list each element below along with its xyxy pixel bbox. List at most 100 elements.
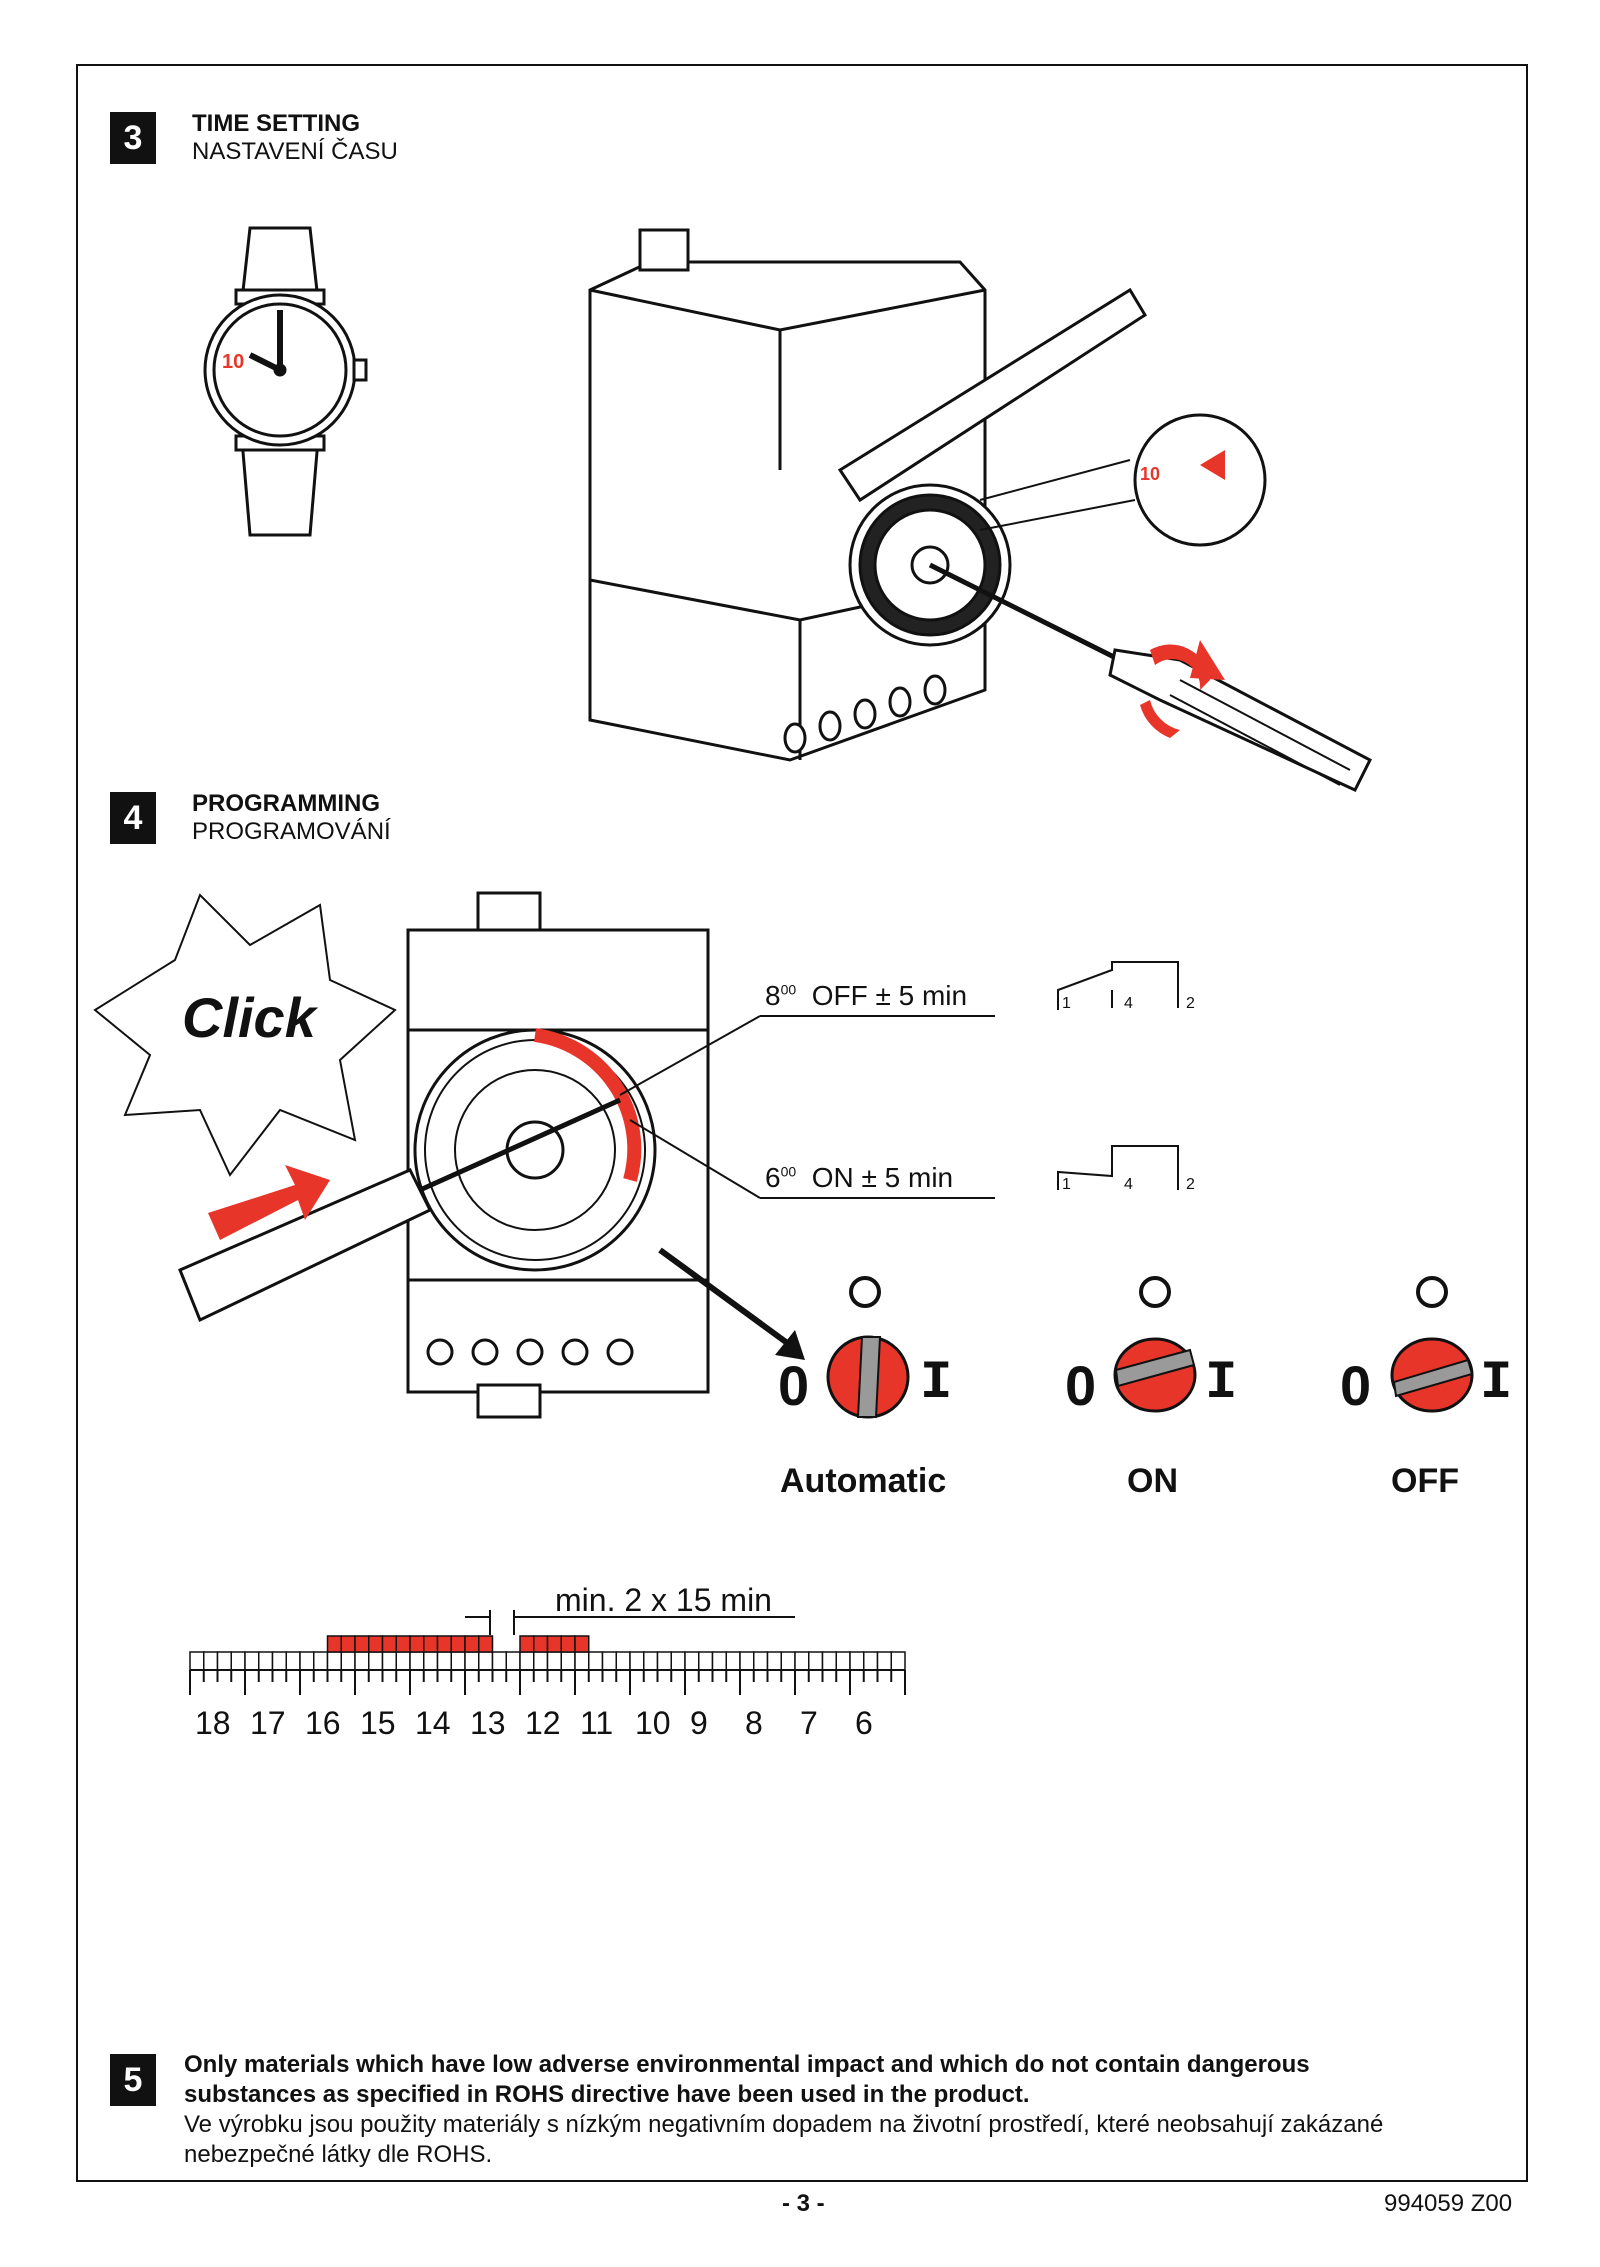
contact-on-2: 2 [1186, 1176, 1195, 1193]
scale-hour-label: 10 [635, 1705, 671, 1741]
scale-slot [436, 1651, 452, 1671]
scale-slot [808, 1651, 824, 1671]
contact-on-diagram [1057, 1145, 1179, 1190]
programmed-slot [546, 1635, 562, 1653]
contact-off-1: 1 [1062, 995, 1071, 1012]
scale-hour-label: 14 [415, 1705, 451, 1741]
push-arrow-icon [208, 1165, 330, 1240]
page-frame [76, 64, 1528, 2182]
switch-off-icon [1390, 1276, 1474, 1413]
scale-slot [326, 1651, 342, 1671]
scale-hour-label: 12 [525, 1705, 561, 1741]
scale-slot [684, 1651, 700, 1671]
scale-hour-label: 6 [855, 1705, 873, 1741]
click-burst-icon [93, 893, 397, 1177]
scale-slot [794, 1651, 810, 1671]
scale-slot [189, 1651, 205, 1671]
scale-slot [698, 1651, 714, 1671]
watch-icon [203, 226, 368, 537]
scale-slot [409, 1651, 425, 1671]
on-time-sup: 00 [780, 1163, 797, 1180]
mode-off-label: OFF [1391, 1462, 1459, 1500]
scale-slot [491, 1651, 507, 1671]
scale-slot [271, 1651, 287, 1671]
on-time-hour: 6 [765, 1162, 781, 1193]
scale-slot [643, 1651, 659, 1671]
section-5-badge: 5 [110, 2054, 156, 2106]
scale-slot [519, 1651, 535, 1671]
scale-hour-label: 17 [250, 1705, 286, 1741]
section-3-title-en: TIME SETTING [192, 110, 360, 137]
programmed-slot [368, 1635, 384, 1653]
section-4-title-en: PROGRAMMING [192, 790, 380, 817]
scale-slot [533, 1651, 549, 1671]
switch-off-one: I [1480, 1353, 1513, 1414]
scale-slot [546, 1651, 562, 1671]
note-normal-line-1: Ve výrobku jsou použity materiály s nízk… [184, 2111, 1384, 2138]
dial-pointer-icon [1200, 450, 1225, 480]
switch-on-one: I [1205, 1353, 1238, 1414]
programmed-slot [436, 1635, 452, 1653]
on-time-text: ON ± 5 min [811, 1162, 954, 1193]
scale-slot [258, 1651, 274, 1671]
scale-slot [780, 1651, 796, 1671]
scale-slot [216, 1651, 232, 1671]
scale-slot [354, 1651, 370, 1671]
watch-hour-label: 10 [222, 351, 244, 373]
scale-slot [615, 1651, 631, 1671]
scale-slot [340, 1651, 356, 1671]
scale-slot [629, 1651, 645, 1671]
scale-slot [423, 1651, 439, 1671]
programmed-slot [519, 1635, 535, 1653]
scale-slot [381, 1651, 397, 1671]
dial-zoom-label: 10 [1140, 464, 1160, 484]
switch-automatic-one: I [920, 1353, 953, 1414]
scale-slot [739, 1651, 755, 1671]
scale-slot [464, 1651, 480, 1671]
timer-device-3d [588, 228, 1372, 792]
switch-automatic-icon [826, 1276, 910, 1419]
scale-slot [863, 1651, 879, 1671]
section-4-title-cz: PROGRAMOVÁNÍ [192, 818, 391, 845]
timer-device-front [406, 891, 710, 1419]
document-code: 994059 Z00 [1384, 2190, 1513, 2217]
contact-off-diagram [1057, 961, 1179, 1010]
switch-off-zero: 0 [1340, 1354, 1372, 1417]
mode-on-label: ON [1127, 1462, 1178, 1500]
scale-slot [876, 1651, 892, 1671]
click-label: Click [182, 986, 316, 1049]
scale-slot [656, 1651, 672, 1671]
section-3-title-cz: NASTAVENÍ ČASU [192, 138, 398, 165]
note-normal-line-2: nebezpečné látky dle ROHS. [184, 2141, 493, 2168]
programmed-slot [423, 1635, 439, 1653]
programmed-slot [560, 1635, 576, 1653]
scale-slot [368, 1651, 384, 1671]
time-scale [189, 1610, 906, 1695]
scale-slot [766, 1651, 782, 1671]
switch-on-zero: 0 [1065, 1354, 1097, 1417]
section-3-badge: 3 [110, 112, 156, 164]
scale-slot [753, 1651, 769, 1671]
programmed-slot [395, 1635, 411, 1653]
scale-slot [203, 1651, 219, 1671]
scale-slot [711, 1651, 727, 1671]
scale-hour-label: 11 [580, 1705, 614, 1741]
scale-slot [505, 1651, 521, 1671]
programmed-slot [409, 1635, 425, 1653]
scale-hour-label: 16 [305, 1705, 341, 1741]
scale-slot [725, 1651, 741, 1671]
scale-slot [450, 1651, 466, 1671]
scale-slot [299, 1651, 315, 1671]
programmed-segments [533, 1028, 642, 1182]
scale-hour-label: 13 [470, 1705, 506, 1741]
scale-slot [478, 1651, 494, 1671]
scale-slot [285, 1651, 301, 1671]
scale-note: min. 2 x 15 min [555, 1582, 772, 1618]
scale-hour-label: 8 [745, 1705, 763, 1741]
switch-automatic-zero: 0 [778, 1354, 810, 1417]
scale-slot [574, 1651, 590, 1671]
page-number: - 3 - [782, 2190, 825, 2217]
scale-slot [890, 1651, 906, 1671]
rotation-arrow-icon [1140, 640, 1225, 738]
